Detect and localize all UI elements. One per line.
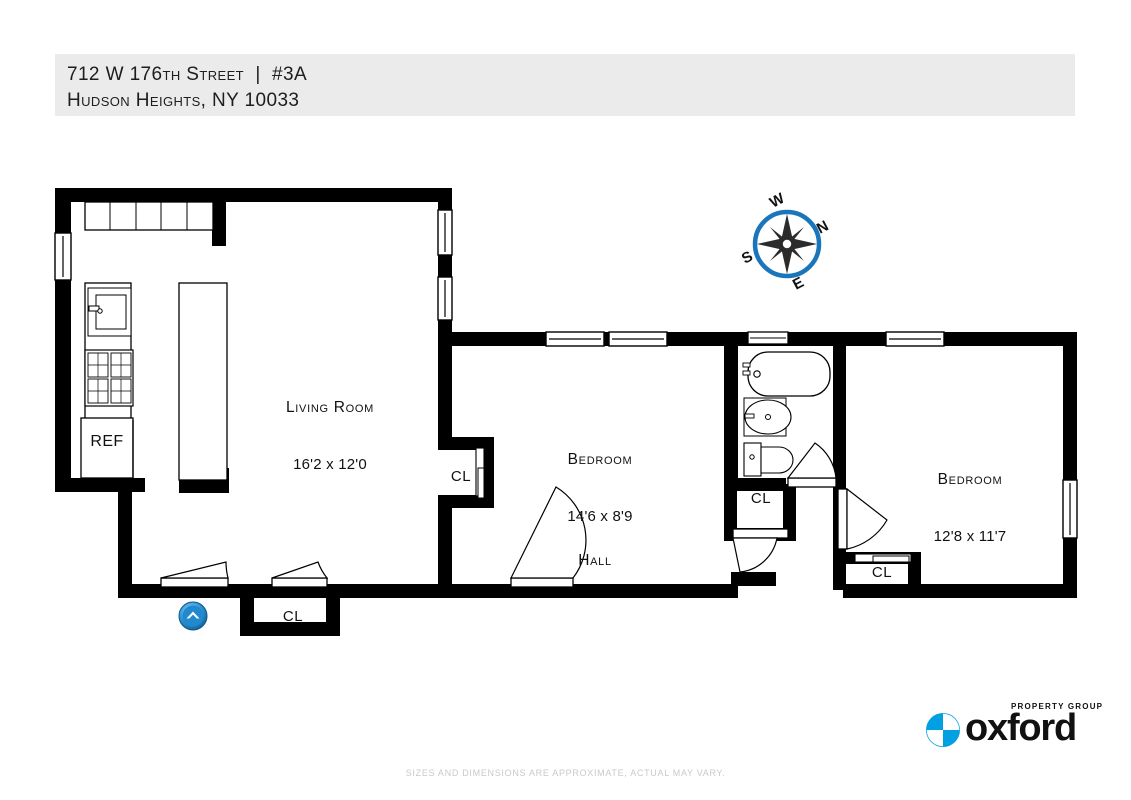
kitchen-sink-icon [87, 287, 132, 337]
entry-marker-chevron-up-icon[interactable] [178, 601, 208, 631]
kitchen-upper-cabinets [84, 201, 214, 231]
window-bedroom2-top [885, 331, 945, 347]
exterior-walls [55, 188, 1077, 598]
address-line-2: Hudson Heights, NY 10033 [67, 90, 300, 111]
range-icon [84, 349, 134, 407]
refrigerator-icon [80, 417, 134, 479]
window-bedroom1-top-left [545, 331, 605, 347]
header-band [55, 54, 1075, 116]
toilet-icon [743, 442, 794, 477]
disclaimer-text: SIZES AND DIMENSIONS ARE APPROXIMATE, AC… [405, 768, 726, 778]
address-line-1: 712 W 176th Street | #3A [67, 64, 308, 85]
oxford-mark-icon [926, 713, 960, 747]
window-living-right-upper [437, 209, 453, 256]
window-bedroom1-top-right [608, 331, 668, 347]
bathroom-sink-icon [743, 397, 792, 437]
door-closet-hall [732, 528, 789, 573]
door-entry [160, 561, 229, 588]
door-bedroom2 [837, 487, 888, 550]
floor-fill [70, 195, 1075, 595]
door-bedroom1 [510, 486, 587, 588]
compass-label-west: W [767, 192, 788, 212]
door-closet-bedroom2 [854, 553, 912, 563]
door-closet-entry [271, 561, 329, 588]
oxford-logo: PROPERTY GROUP oxford [925, 702, 1102, 754]
compass-label-south: S [739, 248, 756, 268]
compass-rose: W N E S [739, 192, 832, 294]
room-label-hall: Hall [578, 552, 612, 569]
closet-label-hall: CL [750, 490, 772, 507]
refrigerator-label: REF [90, 433, 124, 450]
logo-tagline: PROPERTY GROUP [1011, 702, 1104, 711]
bathtub-icon [742, 351, 831, 397]
kitchen-fixtures [80, 201, 228, 481]
closet-label-bedroom2: CL [871, 564, 893, 581]
doors [160, 442, 912, 588]
compass-label-east: E [790, 274, 807, 294]
header-text: 712 W 176th Street | #3A Hudson Heights,… [67, 62, 767, 114]
window-living-right-lower [437, 276, 453, 321]
door-bathroom [786, 442, 837, 488]
closet-label-entry: CL [282, 608, 304, 625]
windows [54, 209, 1078, 539]
door-closet-bedroom1 [475, 447, 485, 499]
bathroom-fixtures [742, 351, 831, 477]
logo-wordmark: oxford [965, 707, 1077, 749]
closet-label-bedroom1: CL [450, 468, 472, 485]
window-kitchen-left [54, 232, 72, 281]
window-bathroom-top [747, 331, 789, 345]
window-bedroom2-right [1062, 479, 1078, 539]
